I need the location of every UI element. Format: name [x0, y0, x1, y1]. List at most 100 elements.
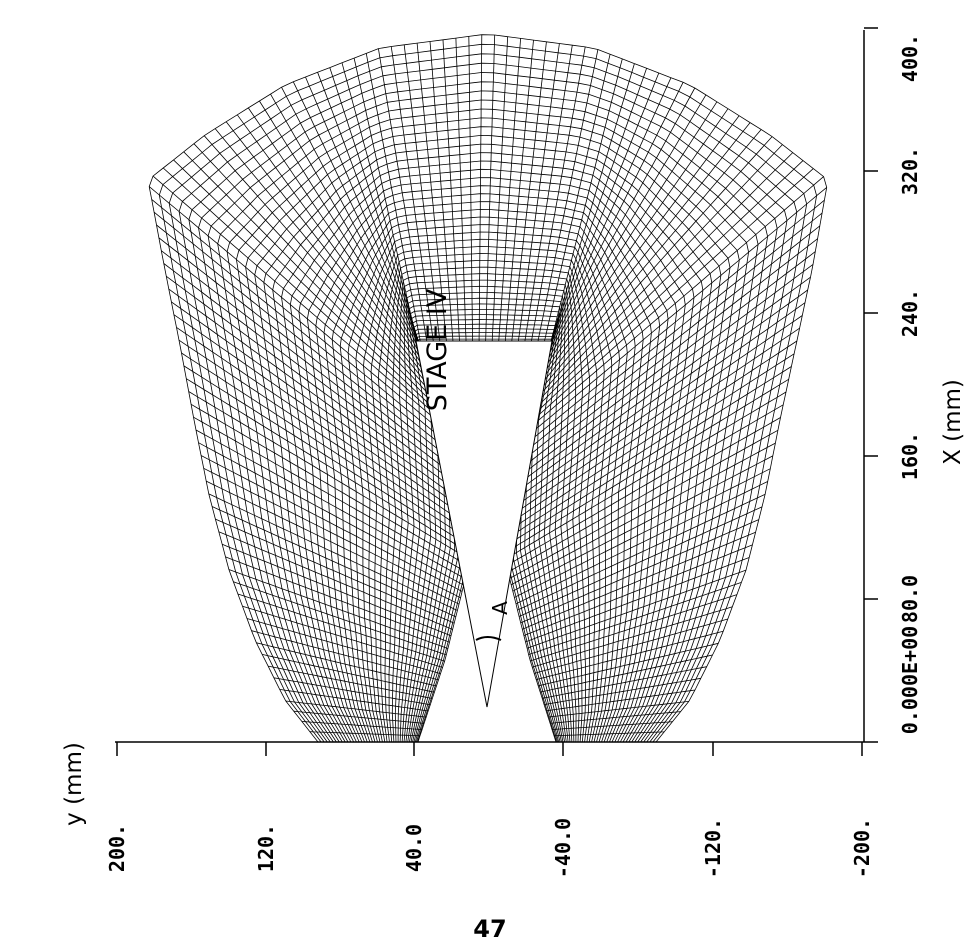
- mesh-radial-line: [512, 455, 773, 592]
- mesh-radial-line: [208, 493, 458, 611]
- mesh-radial-line: [455, 38, 467, 341]
- mesh-radial-line: [225, 556, 450, 643]
- mesh-radial-line: [491, 36, 508, 342]
- y-tick-label: 200.: [105, 824, 129, 872]
- x-tick-label: 320.: [898, 147, 922, 195]
- mesh-circumferential-line: [178, 62, 798, 743]
- mesh-circumferential-line: [412, 323, 562, 743]
- mesh-circumferential-line: [281, 160, 695, 743]
- mesh-radial-line: [256, 642, 437, 687]
- mesh-radial-line: [511, 442, 776, 586]
- mesh-radial-line: [237, 593, 445, 662]
- mesh-radial-line: [215, 518, 455, 624]
- mesh-radial-line: [193, 416, 468, 573]
- mesh-radial-line: [242, 605, 443, 668]
- mesh-radial-line: [183, 365, 471, 547]
- mesh-radial-line: [504, 353, 795, 541]
- mesh-radial-line: [200, 455, 463, 592]
- mesh-radial-line: [268, 665, 433, 699]
- mesh-radial-line: [508, 168, 814, 443]
- mesh-circumferential-line: [245, 126, 731, 743]
- mesh-circumferential-line: [399, 285, 575, 743]
- mesh-radial-line: [542, 666, 707, 699]
- mesh-radial-line: [195, 429, 466, 580]
- mesh-radial-line: [365, 53, 421, 342]
- mesh-radial-line: [329, 67, 424, 355]
- mesh-radial-line: [504, 40, 534, 342]
- mesh-radial-line: [518, 43, 560, 342]
- mesh-radial-line: [528, 582, 742, 655]
- mesh-radial-line: [544, 54, 611, 342]
- mesh-radial-line: [504, 315, 803, 521]
- mesh-radial-line: [190, 403, 469, 567]
- mesh-radial-line: [523, 122, 751, 407]
- mesh-radial-line: [504, 199, 825, 462]
- mesh-circumferential-line: [339, 216, 636, 743]
- mesh-radial-line: [206, 480, 460, 605]
- mesh-circumferential-line: [391, 266, 584, 743]
- mesh-radial-line: [485, 34, 496, 342]
- mesh-radial-line: [198, 442, 464, 586]
- mesh-radial-line: [218, 531, 453, 630]
- mesh-radial-line: [178, 339, 471, 534]
- mesh-circumferential-line: [254, 134, 722, 743]
- mesh-radial-line: [526, 569, 747, 649]
- mesh-radial-line: [188, 391, 471, 561]
- mesh-radial-line: [514, 468, 771, 598]
- mesh-radial-line: [173, 314, 471, 521]
- axes: [115, 27, 878, 756]
- x-tick-label: 400.: [898, 34, 922, 82]
- mesh-circumferential-line: [409, 314, 565, 743]
- mesh-circumferential-line: [226, 108, 750, 743]
- angle-arc: [475, 636, 502, 641]
- mesh-radial-line: [534, 618, 728, 674]
- mesh-circumferential-line: [415, 335, 558, 743]
- mesh-circumferential-line: [377, 253, 598, 743]
- mesh-radial-line: [540, 654, 713, 693]
- mesh-circumferential-line: [272, 152, 704, 743]
- mesh-radial-line: [525, 557, 750, 643]
- mesh-radial-line: [498, 38, 521, 342]
- mesh-circumferential-line: [188, 72, 788, 743]
- mesh-radial-line: [504, 264, 814, 495]
- mesh-radial-line: [531, 101, 718, 389]
- mesh-radial-line: [233, 581, 447, 656]
- mesh-radial-line: [548, 701, 689, 718]
- mesh-circumferential-line: [370, 246, 605, 743]
- mesh-radial-line: [531, 46, 586, 342]
- mesh-circumferential-line: [289, 168, 686, 743]
- mesh-circumferential-line: [407, 309, 567, 743]
- mesh-radial-line: [521, 129, 762, 413]
- mesh-circumferential-line: [414, 332, 560, 743]
- y-tick-label: 120.: [254, 824, 278, 872]
- mesh-circumferential-line: [331, 208, 644, 743]
- mesh-circumferential-line: [401, 292, 573, 743]
- y-tick-label: -120.: [701, 818, 725, 878]
- mesh-circumferential-line: [410, 319, 564, 743]
- mesh-radial-line: [478, 34, 483, 341]
- mesh-radial-line: [537, 49, 599, 342]
- mesh-radial-line: [504, 378, 789, 554]
- tick-labels: 0.000E+0080.0160.240.320.400.200.120.40.…: [105, 34, 922, 878]
- mesh-radial-line: [518, 506, 763, 617]
- y-tick-label: 40.0: [402, 824, 426, 872]
- mesh-radial-line: [468, 36, 473, 342]
- x-tick-label: 80.0: [898, 575, 922, 623]
- mesh-radial-line: [378, 48, 428, 342]
- mesh-radial-line: [550, 58, 623, 342]
- mesh-circumferential-line: [298, 177, 678, 743]
- x-tick-label: 0.000E+00: [898, 626, 922, 734]
- mesh-circumferential-line: [363, 238, 613, 743]
- mesh-radial-line: [246, 618, 441, 674]
- mesh-radial-line: [504, 327, 800, 528]
- mesh-radial-line: [222, 543, 452, 637]
- mesh-radial-line: [186, 378, 471, 554]
- mesh-circumferential-line: [263, 143, 713, 743]
- mesh-circumferential-line: [347, 224, 628, 743]
- mesh-circumferential-line: [403, 297, 571, 743]
- mesh-radial-line: [203, 467, 461, 599]
- mesh-radial-line: [429, 41, 454, 342]
- mesh-circumferential-line: [405, 303, 569, 743]
- mesh-circumferential-line: [235, 117, 740, 743]
